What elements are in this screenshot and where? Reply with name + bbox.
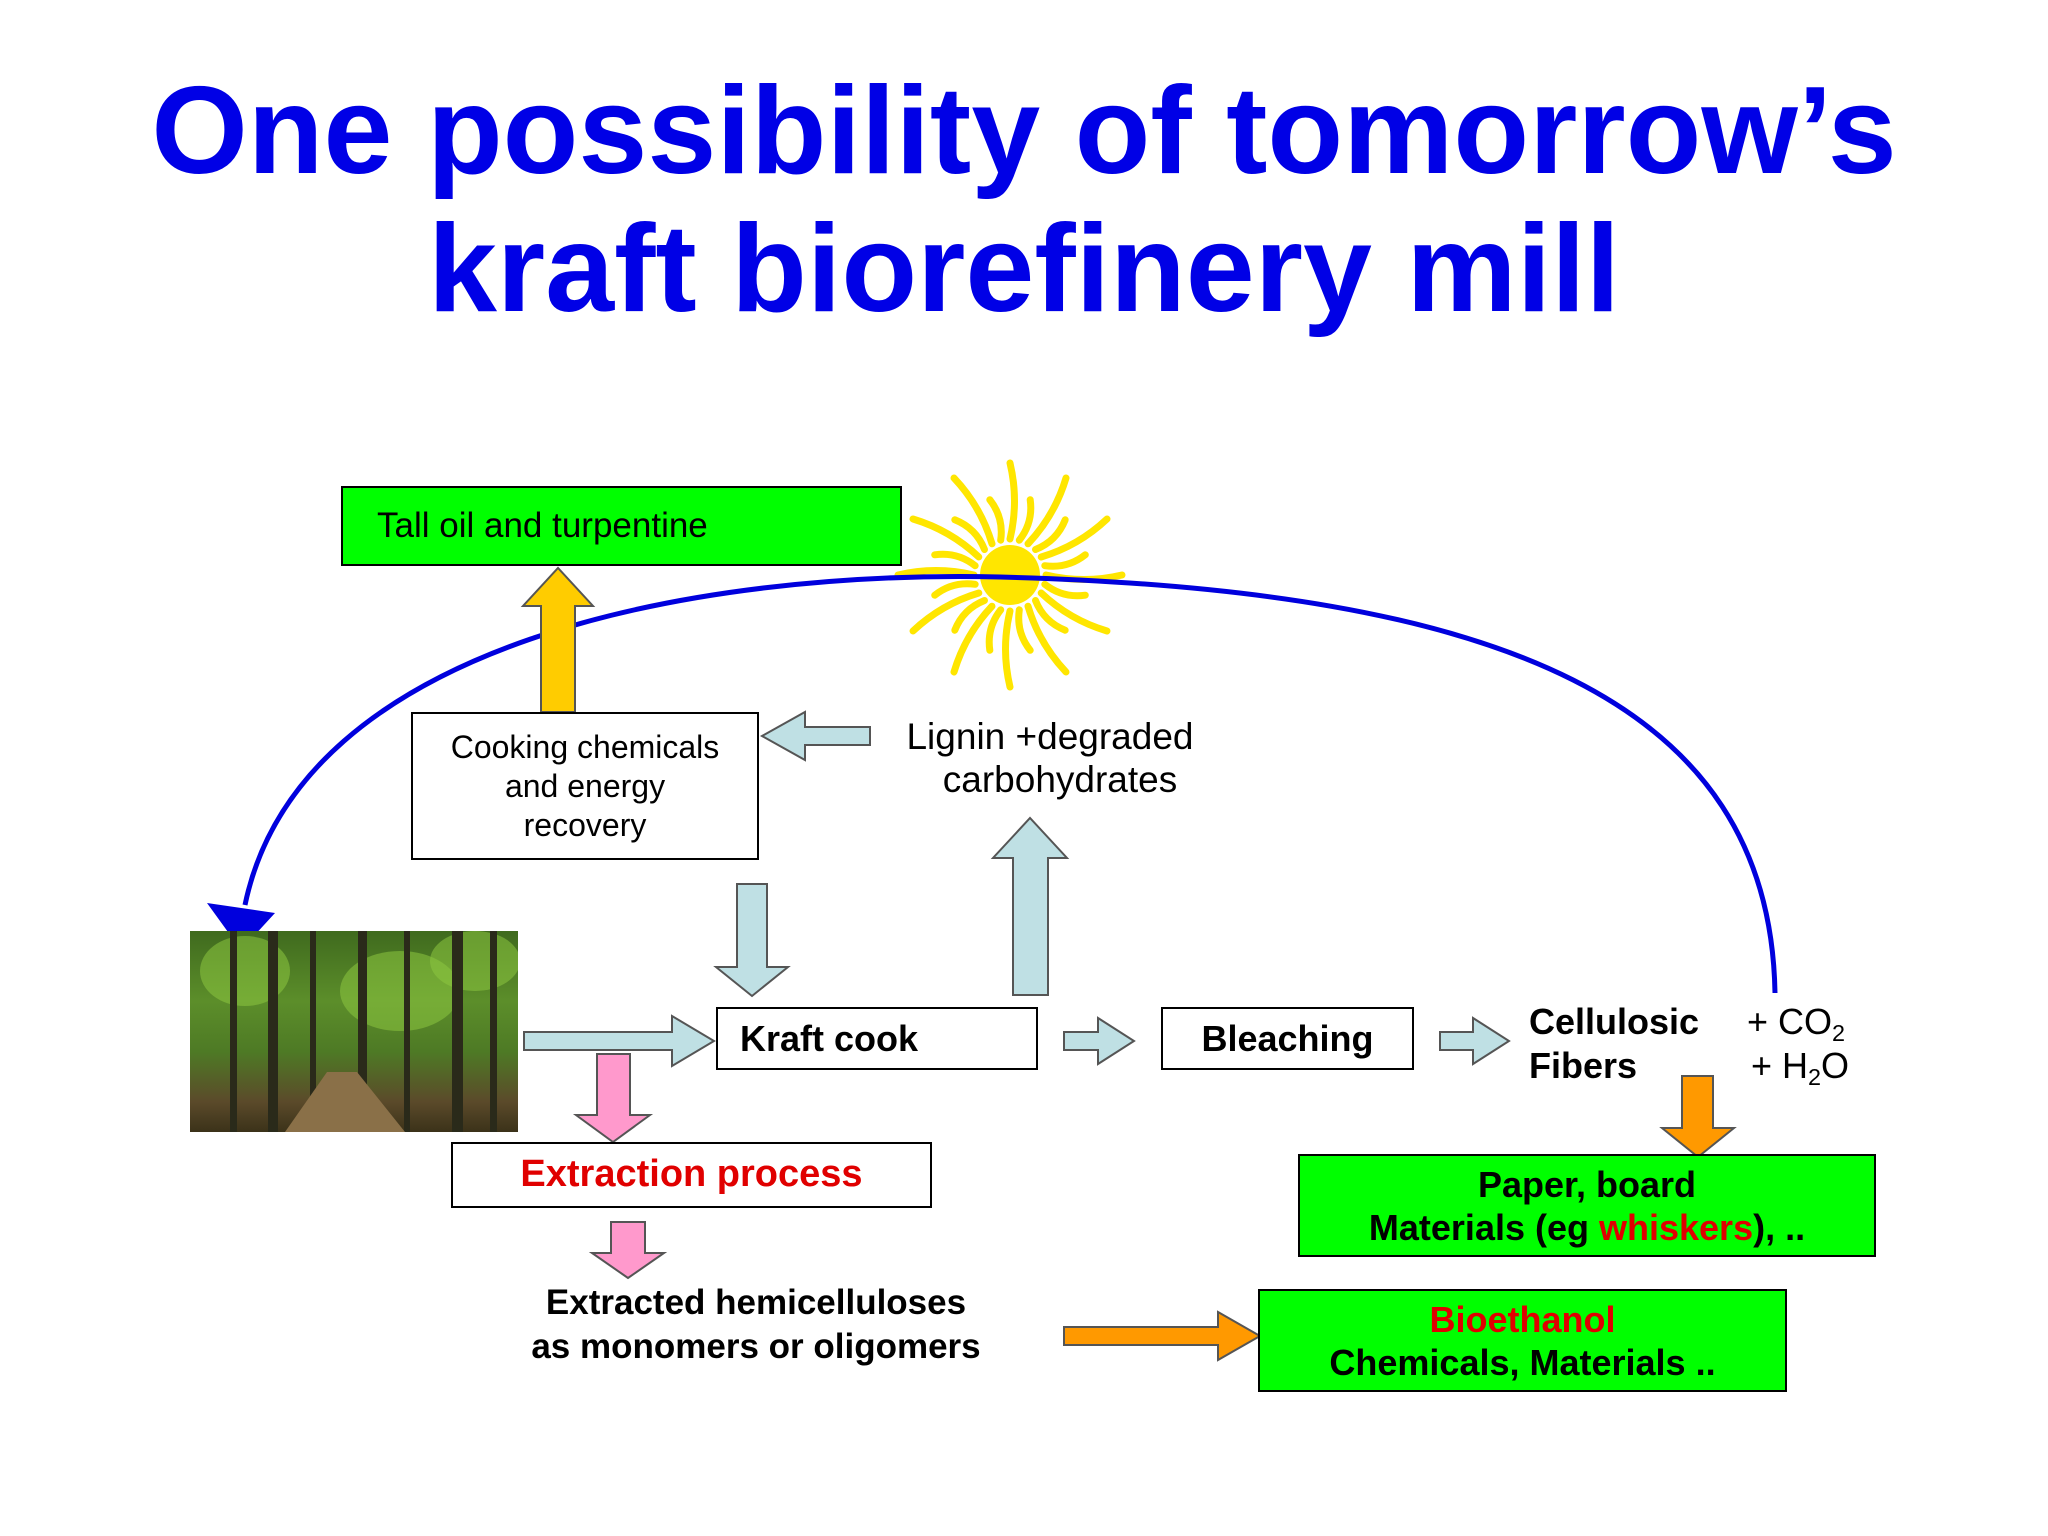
tall-oil-label: Tall oil and turpentine: [377, 506, 708, 545]
kraft-cook-box: Kraft cook: [716, 1007, 1038, 1070]
sun-ray: [1032, 516, 1069, 553]
sun-ray: [950, 474, 996, 548]
extracted-line-1: Extracted hemicelluloses: [545, 1283, 967, 1322]
paper-board-box: Paper, board Materials (eg whiskers), ..: [1298, 1154, 1876, 1257]
arrow-lignin-to-recovery: [759, 710, 871, 762]
lignin-line-1: Lignin +degraded: [906, 716, 1194, 757]
sun-ray: [950, 602, 996, 676]
sun-ray: [985, 606, 1005, 654]
arrow-hemicelluloses-to-bioethanol: [1063, 1310, 1263, 1362]
sun-ray: [1037, 589, 1111, 635]
sun-ray: [1006, 459, 1018, 543]
bioethanol-line-1: Bioethanol: [1429, 1298, 1616, 1340]
arrow-cook-to-lignin: [990, 816, 1070, 996]
cooking-chemicals-line-2: and energy: [504, 767, 666, 804]
cellulosic-line-1: Cellulosic: [1529, 1001, 1700, 1042]
carbon-cycle-arrow: [242, 574, 1778, 994]
cellulosic-fibers-label: Cellulosic Fibers: [1529, 1000, 1699, 1088]
sun-ray: [951, 516, 988, 553]
sun-ray: [1002, 607, 1014, 691]
h2o-label: + H2O: [1751, 1045, 1850, 1091]
sun-ray: [931, 550, 979, 570]
sun-ray: [1041, 551, 1089, 570]
arrow-forest-to-cook: [523, 1014, 716, 1068]
sun-ray: [1032, 597, 1069, 634]
forest-image: [190, 931, 518, 1132]
co2-label: + CO2: [1747, 1001, 1846, 1047]
extracted-line-2: as monomers or oligomers: [531, 1327, 981, 1366]
sun-ray: [909, 589, 983, 635]
bleaching-label: Bleaching: [1201, 1017, 1374, 1059]
co2-h2o-label: + CO2 + H2O: [1747, 1000, 1850, 1091]
arrow-bleaching-to-fibers: [1439, 1016, 1511, 1066]
arrow-to-hemicelluloses: [588, 1221, 668, 1280]
slide-title-line-2: kraft biorefinery mill: [427, 200, 1621, 338]
paper-line-2: Materials (eg whiskers), ..: [1368, 1206, 1806, 1248]
bioethanol-box: Bioethanol Chemicals, Materials ..: [1258, 1289, 1787, 1392]
lignin-label: Lignin +degraded carbohydrates: [870, 715, 1230, 801]
sun-ray: [986, 496, 1005, 544]
arrow-cook-to-bleaching: [1063, 1016, 1136, 1066]
sun-ray: [1015, 496, 1035, 544]
cooking-chemicals-line-1: Cooking chemicals: [450, 728, 720, 765]
sun-ray: [1037, 515, 1111, 561]
bleaching-box: Bleaching: [1161, 1007, 1414, 1070]
kraft-cook-label: Kraft cook: [740, 1017, 919, 1059]
arrow-to-extraction: [572, 1053, 654, 1144]
slide-title-line-1: One possibility of tomorrow’s: [151, 62, 1897, 200]
tall-oil-box: Tall oil and turpentine: [341, 486, 902, 566]
bioethanol-line-2: Chemicals, Materials ..: [1329, 1341, 1716, 1383]
cooking-chemicals-box: Cooking chemicals and energy recovery: [411, 712, 759, 860]
extraction-process-box: Extraction process: [451, 1142, 932, 1208]
extraction-process-label: Extraction process: [520, 1153, 863, 1196]
whiskers-highlight: whiskers: [1599, 1206, 1754, 1248]
sun-ray: [931, 580, 979, 599]
sun-ray: [894, 567, 978, 579]
paper-line-1: Paper, board: [1477, 1163, 1697, 1205]
sun-ray: [909, 515, 983, 561]
sun-ray: [1024, 602, 1070, 676]
arrow-recovery-to-cook: [713, 883, 791, 998]
cellulosic-line-2: Fibers: [1529, 1045, 1638, 1086]
extracted-hemicelluloses-label: Extracted hemicelluloses as monomers or …: [470, 1281, 1042, 1369]
arrow-to-tall-oil: [520, 566, 596, 713]
arrow-fibers-to-paper: [1659, 1075, 1737, 1159]
lignin-line-2: carbohydrates: [942, 759, 1178, 800]
sun-ray: [951, 597, 988, 634]
sun-ray: [1015, 606, 1034, 654]
sun-ray: [1041, 580, 1089, 600]
cooking-chemicals-line-3: recovery: [523, 806, 647, 843]
sun-ray: [1024, 474, 1070, 548]
cycle-arrowhead-icon: [207, 903, 275, 950]
